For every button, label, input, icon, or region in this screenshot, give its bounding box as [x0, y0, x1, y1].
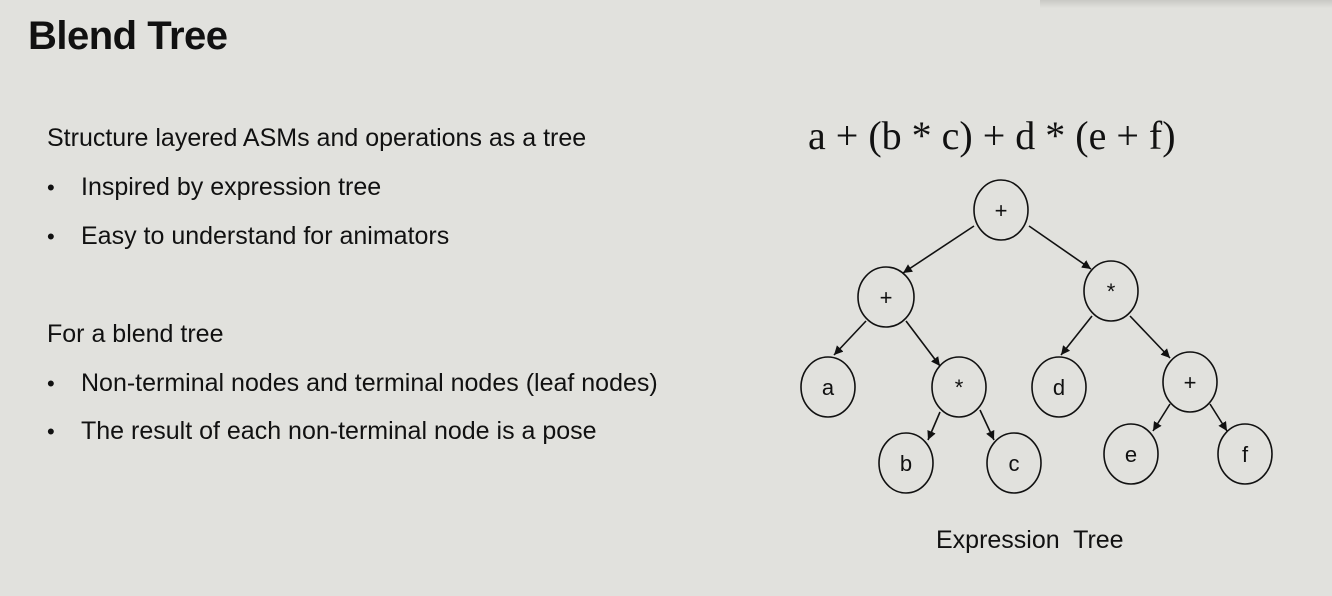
tree-node-leaf-f: f	[1217, 423, 1273, 485]
node-circle	[1162, 351, 1218, 413]
edge-left-mul	[905, 320, 941, 367]
tree-node-add-ef: +	[1162, 351, 1218, 413]
edge-left-a	[833, 320, 867, 356]
tree-node-left-op: +	[857, 266, 915, 328]
node-circle	[800, 356, 856, 418]
node-label: a	[822, 375, 835, 400]
node-label: *	[955, 375, 964, 400]
edge-mul-c	[979, 409, 995, 441]
tree-node-leaf-d: d	[1031, 356, 1087, 418]
bullet-item: The result of each non-terminal node is …	[81, 417, 597, 445]
node-label: e	[1125, 442, 1137, 467]
tree-node-root: +	[973, 179, 1029, 241]
node-label: +	[880, 285, 893, 310]
diagram-caption: Expression Tree	[936, 526, 1124, 554]
expression-formula: a + (b * c) + d * (e + f)	[808, 113, 1176, 158]
bullet-dot: •	[47, 419, 55, 444]
tree-node-leaf-b: b	[878, 432, 934, 494]
node-circle	[1217, 423, 1273, 485]
tree-node-mul-bc: *	[931, 356, 987, 418]
node-circle	[1031, 356, 1087, 418]
node-circle	[986, 432, 1042, 494]
node-label: c	[1009, 451, 1020, 476]
node-circle	[973, 179, 1029, 241]
node-circle	[1083, 260, 1139, 322]
tree-node-leaf-e: e	[1103, 423, 1159, 485]
section1-heading: Structure layered ASMs and operations as…	[47, 124, 587, 152]
bullet-item: Easy to understand for animators	[81, 222, 450, 250]
node-circle	[931, 356, 987, 418]
node-circle	[1103, 423, 1159, 485]
edge-root-right	[1028, 225, 1092, 270]
tree-node-leaf-a: a	[800, 356, 856, 418]
bullet-dot: •	[47, 224, 55, 249]
edge-mul-b	[927, 411, 941, 441]
node-label: +	[995, 198, 1008, 223]
section2-heading: For a blend tree	[47, 320, 224, 348]
tree-node-leaf-c: c	[986, 432, 1042, 494]
top-edge-shadow	[1040, 0, 1332, 8]
tree-node-right-op: *	[1083, 260, 1139, 322]
edge-right-add	[1129, 315, 1171, 359]
node-label: f	[1242, 442, 1249, 467]
node-label: d	[1053, 375, 1065, 400]
bullet-item: Inspired by expression tree	[81, 173, 382, 201]
bullet-item: Non-terminal nodes and terminal nodes (l…	[81, 369, 658, 397]
node-label: *	[1107, 279, 1116, 304]
bullet-dot: •	[47, 175, 55, 200]
bullet-dot: •	[47, 371, 55, 396]
edge-root-left	[902, 225, 975, 274]
node-label: b	[900, 451, 912, 476]
edge-add-e	[1152, 403, 1171, 432]
node-circle	[857, 266, 915, 328]
edge-add-f	[1209, 403, 1228, 432]
node-circle	[878, 432, 934, 494]
node-label: +	[1184, 370, 1197, 395]
edge-right-d	[1060, 315, 1093, 356]
slide-title: Blend Tree	[28, 14, 228, 58]
